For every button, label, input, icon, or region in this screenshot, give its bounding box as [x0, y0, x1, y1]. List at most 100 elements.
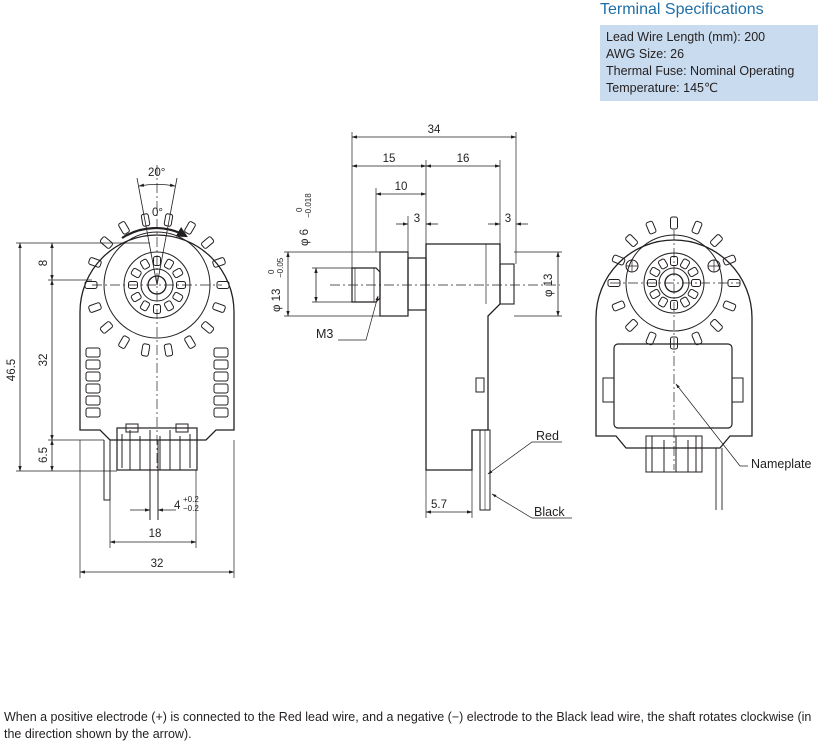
ring-slot	[212, 302, 226, 313]
dim-left: 15	[383, 153, 396, 165]
ring-slot	[172, 267, 184, 279]
side-slot	[213, 347, 229, 358]
ring-slot	[201, 321, 215, 334]
ring-slot	[625, 234, 638, 247]
side-slot	[85, 347, 101, 358]
dim-angle-total: 20°	[148, 167, 165, 179]
ring-slot	[99, 321, 113, 334]
ring-slot	[88, 302, 102, 313]
dim-shaft-dia-tol-upper: 0	[295, 207, 304, 212]
ring-slot	[691, 220, 703, 235]
rear-nameplate	[613, 343, 733, 429]
spec-thermal-fuse: Thermal Fuse: Nominal Operating	[606, 64, 795, 78]
dim-width: 32	[151, 558, 164, 570]
terminal-specs-box: Lead Wire Length (mm): 200 AWG Size: 26 …	[600, 25, 818, 101]
dim-bottom: 6.5	[38, 447, 50, 463]
dim-shaft-dia: φ 6	[299, 229, 311, 246]
ring-slot	[649, 266, 661, 278]
ring-slot	[691, 331, 703, 346]
ring-slot	[163, 343, 174, 357]
dim-total-height: 46.5	[6, 359, 18, 381]
ring-slot	[140, 213, 151, 227]
side-slot	[85, 383, 101, 394]
side-window	[475, 377, 485, 393]
label-thread: M3	[316, 327, 333, 341]
side-slot	[213, 383, 229, 394]
spec-temperature: Temperature: 145℃	[606, 81, 719, 95]
label-red: Red	[536, 429, 559, 443]
dim-right: 16	[457, 153, 470, 165]
ring-slot	[687, 266, 699, 278]
front-terminal-detail	[121, 430, 191, 470]
side-slot	[85, 395, 101, 406]
front-lead-pin-right	[149, 440, 159, 520]
dim-pin-span: 18	[149, 528, 162, 540]
side-slot	[213, 371, 229, 382]
dim-pin: 4	[174, 500, 181, 512]
ring-slot	[88, 257, 102, 268]
front-lead-pin-left	[103, 440, 111, 501]
ring-slot	[184, 221, 196, 235]
dim-step-left: 3	[414, 213, 420, 225]
ring-slot	[118, 335, 130, 349]
ring-slot	[611, 254, 626, 266]
ring-slot	[657, 258, 669, 270]
ring-slot	[140, 343, 151, 357]
dim-top: 8	[38, 260, 50, 266]
side-slot	[213, 407, 229, 418]
ring-slot	[670, 216, 678, 230]
ring-slot	[722, 254, 737, 266]
ring-slot	[645, 331, 657, 346]
ring-slot	[722, 300, 737, 312]
ring-slot	[163, 213, 174, 227]
ring-slot	[611, 300, 626, 312]
front-body-outline	[79, 234, 235, 441]
ring-slot	[649, 288, 661, 300]
dim-lead-offset: 5.7	[431, 499, 447, 511]
ring-slot	[657, 296, 669, 308]
side-slot	[85, 359, 101, 370]
dim-pin-tol-upper: +0.2	[183, 495, 199, 504]
side-slot	[85, 407, 101, 418]
side-slot	[85, 371, 101, 382]
ring-slot	[710, 319, 723, 332]
terminal-specs-title: Terminal Specifications	[600, 1, 764, 18]
dim-shaft: 10	[395, 181, 408, 193]
ring-slot	[130, 291, 142, 303]
spec-lead-wire-length: Lead Wire Length (mm): 200	[606, 30, 766, 44]
ring-slot	[212, 257, 226, 268]
side-housing	[425, 243, 501, 471]
ring-slot	[163, 258, 175, 270]
side-slot	[213, 395, 229, 406]
rear-body-outline	[595, 239, 753, 449]
ring-slot	[670, 336, 678, 350]
polarity-note: When a positive electrode (+) is connect…	[4, 710, 812, 741]
side-slot	[213, 359, 229, 370]
front-side-slots	[85, 347, 229, 418]
ring-slot	[130, 267, 142, 279]
rotation-arrow	[121, 226, 188, 239]
dim-boss-dia: φ 13	[271, 289, 283, 312]
front-view	[16, 165, 235, 578]
dim-pin-tol-lower: −0.2	[183, 504, 199, 513]
ring-slot	[679, 258, 691, 270]
side-boss	[379, 251, 409, 317]
ring-slot	[118, 221, 130, 235]
dim-mid: 32	[38, 354, 50, 367]
dim-shaft-dia-tol-lower: −0.018	[304, 193, 313, 218]
dim-boss-dia-tol-lower: −0.05	[276, 257, 285, 278]
ring-slot	[172, 291, 184, 303]
ring-slot	[687, 288, 699, 300]
spec-awg-size: AWG Size: 26	[606, 47, 685, 61]
label-nameplate: Nameplate	[751, 457, 811, 471]
rear-view	[595, 216, 753, 510]
dim-angle-zero: 0°	[152, 207, 163, 219]
ring-slot	[216, 281, 230, 289]
ring-slot	[679, 296, 691, 308]
dim-boss-dia-tol-upper: 0	[267, 269, 276, 274]
ring-slot	[625, 319, 638, 332]
ring-slot	[645, 220, 657, 235]
ring-slot	[184, 335, 196, 349]
dim-overall: 34	[428, 124, 441, 136]
